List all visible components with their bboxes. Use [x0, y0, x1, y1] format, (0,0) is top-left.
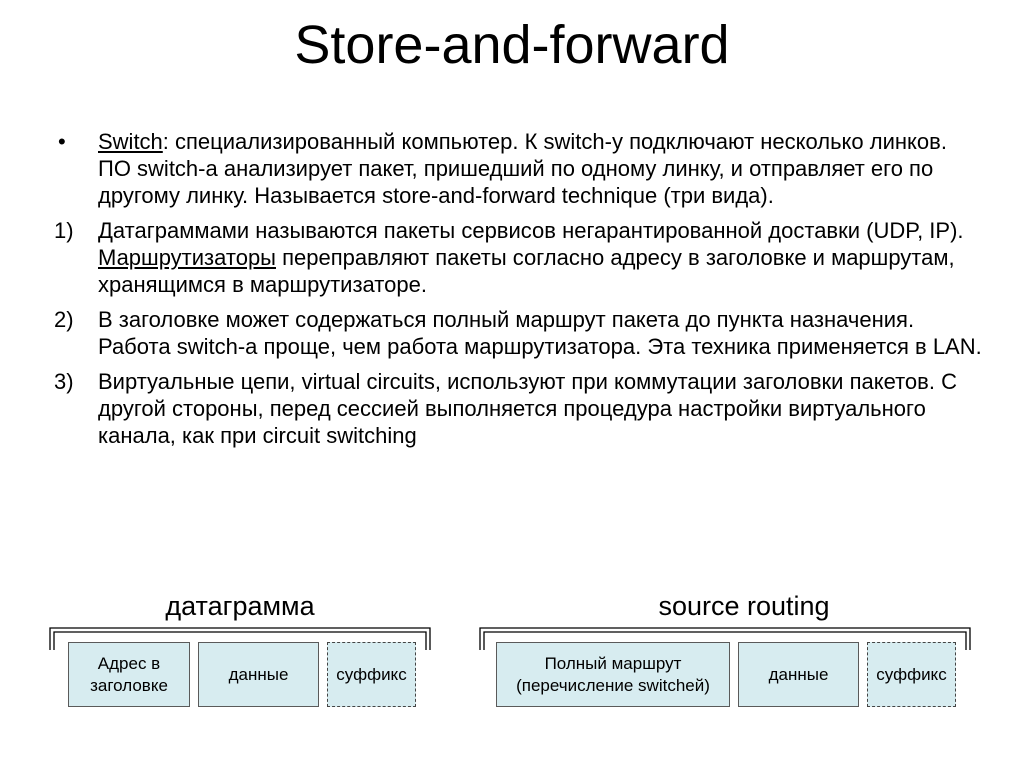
box-label: Полный маршрут (перечисление switchей) — [516, 653, 710, 695]
bullet-marker: 1) — [54, 218, 74, 243]
bullet-source-routing: 2) В заголовке может содержаться полный … — [54, 306, 984, 360]
datagram-address-box: Адрес в заголовке — [68, 642, 190, 707]
bullet-list: • Switch: специализированный компьютер. … — [54, 128, 984, 457]
box-label: данные — [768, 664, 829, 684]
bullet-virtual-circuits: 3) Виртуальные цепи, virtual circuits, и… — [54, 368, 984, 449]
box-label: суффикс — [876, 664, 947, 684]
bullet-text: В заголовке может содержаться полный мар… — [98, 307, 982, 359]
bullet-marker: 2) — [54, 307, 74, 332]
bullet-marker: 3) — [54, 369, 74, 394]
bullet-switch: • Switch: специализированный компьютер. … — [54, 128, 984, 209]
box-label: суффикс — [336, 664, 407, 684]
bullet-marker: • — [58, 129, 66, 154]
term-routers: Маршрутизаторы — [98, 245, 276, 270]
source-routing-route-box: Полный маршрут (перечисление switchей) — [496, 642, 730, 707]
datagram-bracket — [49, 627, 431, 650]
box-label: данные — [228, 664, 289, 684]
bullet-datagrams: 1) Датаграммами называются пакеты сервис… — [54, 217, 984, 298]
source-routing-label: source routing — [658, 591, 830, 621]
source-routing-data-box: данные — [738, 642, 859, 707]
datagram-data-box: данные — [198, 642, 319, 707]
box-label: Адрес в заголовке — [90, 653, 168, 695]
source-routing-suffix-box: суффикс — [867, 642, 956, 707]
datagram-label: датаграмма — [165, 591, 315, 621]
term-switch: Switch — [98, 129, 163, 154]
bullet-text: : специализированный компьютер. К switch… — [98, 129, 947, 208]
slide-title: Store-and-forward — [294, 15, 730, 75]
source-routing-bracket — [479, 627, 971, 650]
bullet-text: Виртуальные цепи, virtual circuits, испо… — [98, 369, 957, 448]
datagram-suffix-box: суффикс — [327, 642, 416, 707]
bullet-text-after: переправляют пакеты согласно адресу в за… — [98, 245, 955, 297]
bullet-text-before: Датаграммами называются пакеты сервисов … — [98, 218, 964, 243]
